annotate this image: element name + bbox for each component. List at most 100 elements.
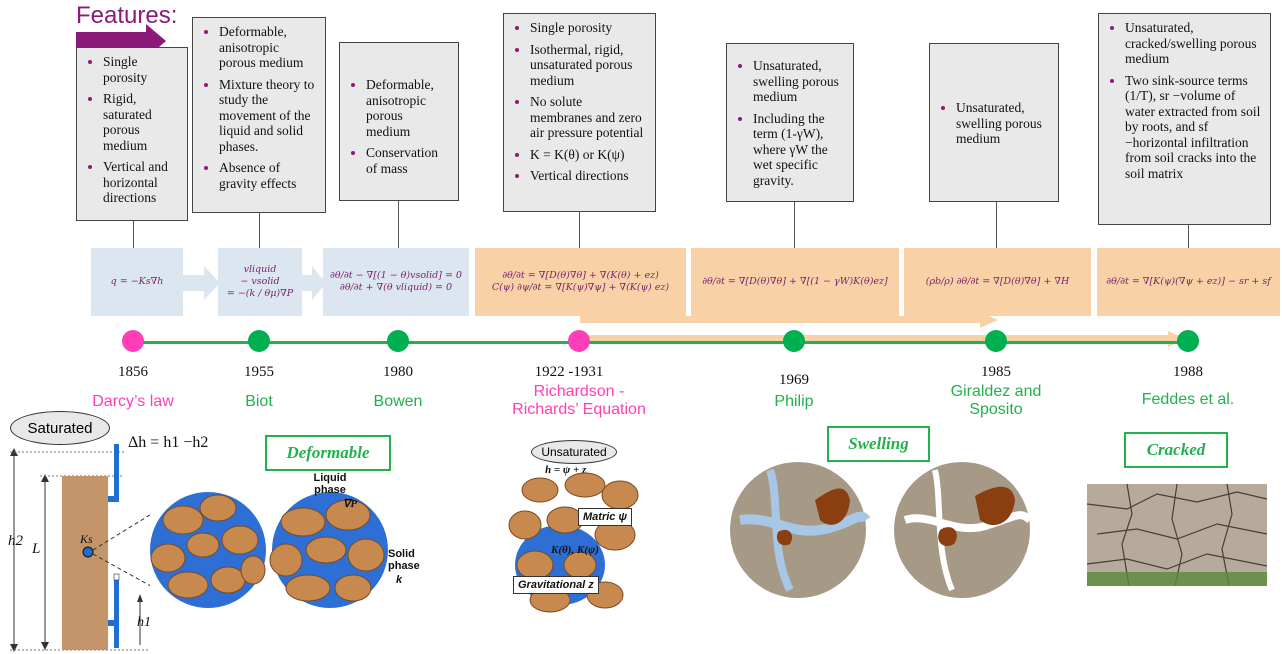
cracked-soil-image: [1087, 484, 1267, 586]
saturated-column-diagram: [10, 444, 150, 652]
cracked-label: Cracked: [1124, 432, 1228, 468]
feature-item: Absence of gravity effects: [219, 160, 317, 191]
timeline-year: 1922 -1931: [534, 364, 604, 380]
feature-item: Unsaturated, cracked/swelling porous med…: [1125, 20, 1262, 67]
feature-item: Including the term (1-γW), where γW the …: [753, 111, 845, 189]
feature-item: Vertical and horizontal directions: [103, 159, 179, 206]
timeline-year: 1856: [118, 364, 148, 380]
h1-label: h1: [137, 615, 151, 630]
k-label: k: [396, 574, 403, 586]
timeline-line: [132, 341, 1192, 344]
timeline-dot: [122, 330, 144, 352]
feature-box-feddes: Unsaturated, cracked/swelling porous med…: [1098, 13, 1271, 225]
equation-line: ∂θ/∂t = ∇[D(θ)∇θ] + ∇[(1 − γW)K(θ)ez]: [702, 276, 888, 287]
feature-item: Deformable, anisotropic porous medium: [366, 77, 450, 139]
equation-line: q = −Ks∇h: [110, 276, 164, 287]
timeline-year: 1980: [383, 364, 413, 380]
timeline-year: 1955: [244, 364, 274, 380]
timeline-name: Biot: [245, 393, 273, 410]
flow-arrow-icon: [980, 312, 998, 328]
feature-box-richards: Single porosity Isothermal, rigid, unsat…: [503, 13, 656, 212]
feature-item: Single porosity: [103, 54, 179, 85]
feature-item: Vertical directions: [530, 168, 647, 184]
gravitational-label: Gravitational z: [513, 576, 599, 594]
feature-item: No solute membranes and zero air pressur…: [530, 94, 647, 141]
connector-line: [259, 213, 260, 248]
equation-line: ∂θ/∂t = ∇[D(θ)∇θ] + ∇(K(θ) + ez): [502, 270, 659, 281]
ks-label: Ks: [80, 532, 93, 546]
timeline-name: Feddes et al.: [1141, 391, 1235, 408]
equation-line: ∂θ/∂t = ∇[K(ψ)(∇ψ + ez)] − sr + sf: [1106, 276, 1271, 287]
h2-label: h2: [8, 533, 23, 549]
equation-line: − vsolid: [240, 276, 280, 287]
feature-box-biot: Deformable, anisotropic porous medium Mi…: [192, 17, 326, 213]
nabla-p-label: ∇P: [343, 498, 358, 510]
equation-feddes: ∂θ/∂t = ∇[K(ψ)(∇ψ + ez)] − sr + sf: [1097, 248, 1280, 316]
feature-item: Two sink-source terms (1/T), sr −volume …: [1125, 73, 1262, 182]
feature-item: Conservation of mass: [366, 145, 450, 176]
timeline-dot: [248, 330, 270, 352]
equation-line: ∂θ/∂t + ∇(θ vliquid) = 0: [339, 282, 453, 293]
connector-line: [794, 202, 795, 248]
timeline-dot: [783, 330, 805, 352]
feature-item: Isothermal, rigid, unsaturated porous me…: [530, 42, 647, 89]
timeline-year: 1988: [1173, 364, 1203, 380]
connector-line: [579, 212, 580, 248]
flow-arrow-icon: [302, 266, 326, 300]
flow-arrow-icon: [182, 266, 220, 300]
equation-philip: ∂θ/∂t = ∇[D(θ)∇θ] + ∇[(1 − γW)K(θ)ez]: [691, 248, 899, 316]
swelling-label: Swelling: [827, 426, 930, 462]
timeline-year: 1969: [779, 372, 809, 388]
h-eq-label: h = ψ + z: [545, 464, 587, 476]
liquid-phase-label: Liquid phase: [313, 472, 347, 496]
feature-box-philip: Unsaturated, swelling porous medium Incl…: [726, 43, 854, 202]
timeline-dot: [985, 330, 1007, 352]
equation-bowen: ∂θ/∂t − ∇[(1 − θ)vsolid] = 0 ∂θ/∂t + ∇(θ…: [323, 248, 469, 316]
unsaturated-label: Unsaturated: [531, 440, 617, 464]
feature-item: Unsaturated, swelling porous medium: [753, 58, 845, 105]
saturated-label: Saturated: [10, 411, 110, 445]
equation-darcy: q = −Ks∇h: [91, 248, 183, 316]
equation-line: C(ψ) ∂ψ/∂t = ∇[K(ψ)∇ψ] + ∇(K(ψ) ez): [491, 282, 670, 293]
feature-box-darcy: Single porosity Rigid, saturated porous …: [76, 47, 188, 221]
timeline-name: Philip: [774, 393, 814, 410]
timeline-name: Giraldez and Sposito: [950, 383, 1042, 418]
connector-line: [398, 201, 399, 248]
equation-line: (ρb/ρ) ∂θ/∂t = ∇[D(θ)∇θ] + ∇H: [925, 276, 1070, 287]
deformable-particles-image: [150, 492, 388, 608]
feature-item: Rigid, saturated porous medium: [103, 91, 179, 153]
timeline-name: Richardson - Richards’ Equation: [512, 383, 646, 418]
deformable-label: Deformable: [265, 435, 391, 471]
l-label: L: [32, 541, 41, 557]
feature-box-giraldez: Unsaturated, swelling porous medium: [929, 43, 1059, 202]
timeline-dot: [568, 330, 590, 352]
feature-box-bowen: Deformable, anisotropic porous medium Co…: [339, 42, 459, 201]
feature-item: K = K(θ) or K(ψ): [530, 147, 647, 163]
connector-line: [1188, 225, 1189, 248]
timeline-name: Bowen: [373, 393, 423, 410]
features-title: Features:: [76, 2, 178, 29]
connector-line: [996, 202, 997, 248]
feature-item: Mixture theory to study the movement of …: [219, 77, 317, 155]
flow-bar: [580, 335, 1170, 342]
equation-biot: vliquid − vsolid = −(k / θμ)∇P: [218, 248, 302, 316]
feature-item: Single porosity: [530, 20, 647, 36]
equation-line: = −(k / θμ)∇P: [226, 288, 294, 299]
solid-phase-label: Solid phase: [388, 548, 420, 572]
k-theta-psi-label: K(θ), K(ψ): [551, 544, 599, 556]
equation-line: ∂θ/∂t − ∇[(1 − θ)vsolid] = 0: [330, 270, 462, 281]
swelling-soil-image: [730, 462, 1030, 598]
timeline-year: 1985: [981, 364, 1011, 380]
delta-h-label: Δh = h1 −h2: [128, 434, 209, 451]
equation-giraldez: (ρb/ρ) ∂θ/∂t = ∇[D(θ)∇θ] + ∇H: [904, 248, 1091, 316]
timeline-name: Darcy’s law: [92, 393, 174, 410]
matric-label: Matric ψ: [578, 508, 632, 526]
timeline-dot: [387, 330, 409, 352]
equation-richards: ∂θ/∂t = ∇[D(θ)∇θ] + ∇(K(θ) + ez) C(ψ) ∂ψ…: [475, 248, 686, 316]
timeline-dot: [1177, 330, 1199, 352]
feature-item: Deformable, anisotropic porous medium: [219, 24, 317, 71]
feature-item: Unsaturated, swelling porous medium: [956, 100, 1050, 147]
connector-line: [133, 221, 134, 248]
flow-bar: [580, 316, 980, 323]
equation-line: vliquid: [243, 264, 277, 275]
